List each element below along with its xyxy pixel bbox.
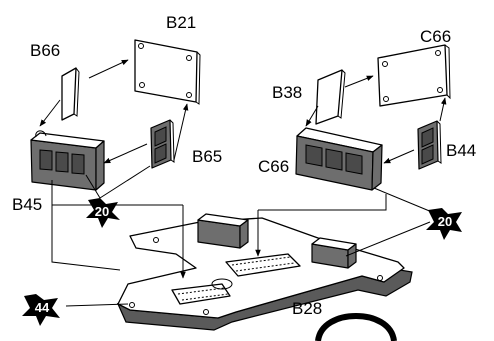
svg-text:20: 20 [438, 214, 452, 229]
leader-star-left-1 [99, 165, 151, 199]
arrow-b44-to-c66 [439, 97, 447, 122]
guide-line-left [51, 180, 121, 271]
arrow-b65-to-b21 [173, 103, 189, 161]
guide-line-right [258, 194, 387, 211]
part-b28-base [116, 213, 413, 331]
label-c66-mid: C66 [258, 157, 289, 176]
part-c66-panel [377, 44, 451, 107]
leader-star-left-2 [85, 174, 101, 199]
step-star-bottom: 44 [22, 294, 60, 326]
label-b45: B45 [12, 195, 42, 214]
part-b21-panel [134, 39, 201, 105]
step-star-left: 20 [86, 198, 120, 228]
label-b38: B38 [272, 83, 302, 102]
arrow-b38-to-c66 [344, 75, 374, 88]
label-b21: B21 [166, 13, 196, 32]
arrow-b44-to-module [383, 149, 415, 164]
arrow-b66-to-b45 [39, 99, 61, 127]
step-star-right: 20 [426, 208, 462, 240]
arrow-b66-to-b21 [88, 59, 129, 79]
part-b45-module [30, 130, 105, 191]
leader-star-right-base [345, 221, 431, 257]
part-b44-module [417, 120, 442, 170]
part-c66-module [295, 127, 383, 191]
label-b44: B44 [446, 141, 476, 160]
arrow-b65-to-b45 [103, 143, 148, 164]
part-b38-card [315, 69, 346, 125]
arrow-b38-to-module [305, 105, 319, 127]
svg-text:20: 20 [95, 204, 109, 219]
label-b28: B28 [292, 299, 322, 318]
part-b66-card [61, 67, 80, 121]
svg-text:44: 44 [35, 300, 50, 315]
part-b65-module [150, 119, 175, 169]
label-b65: B65 [192, 147, 222, 166]
label-c66-top: C66 [420, 27, 451, 46]
leader-star-bottom [65, 303, 129, 307]
bottom-circle-edge [315, 312, 397, 341]
label-b66: B66 [30, 41, 60, 60]
